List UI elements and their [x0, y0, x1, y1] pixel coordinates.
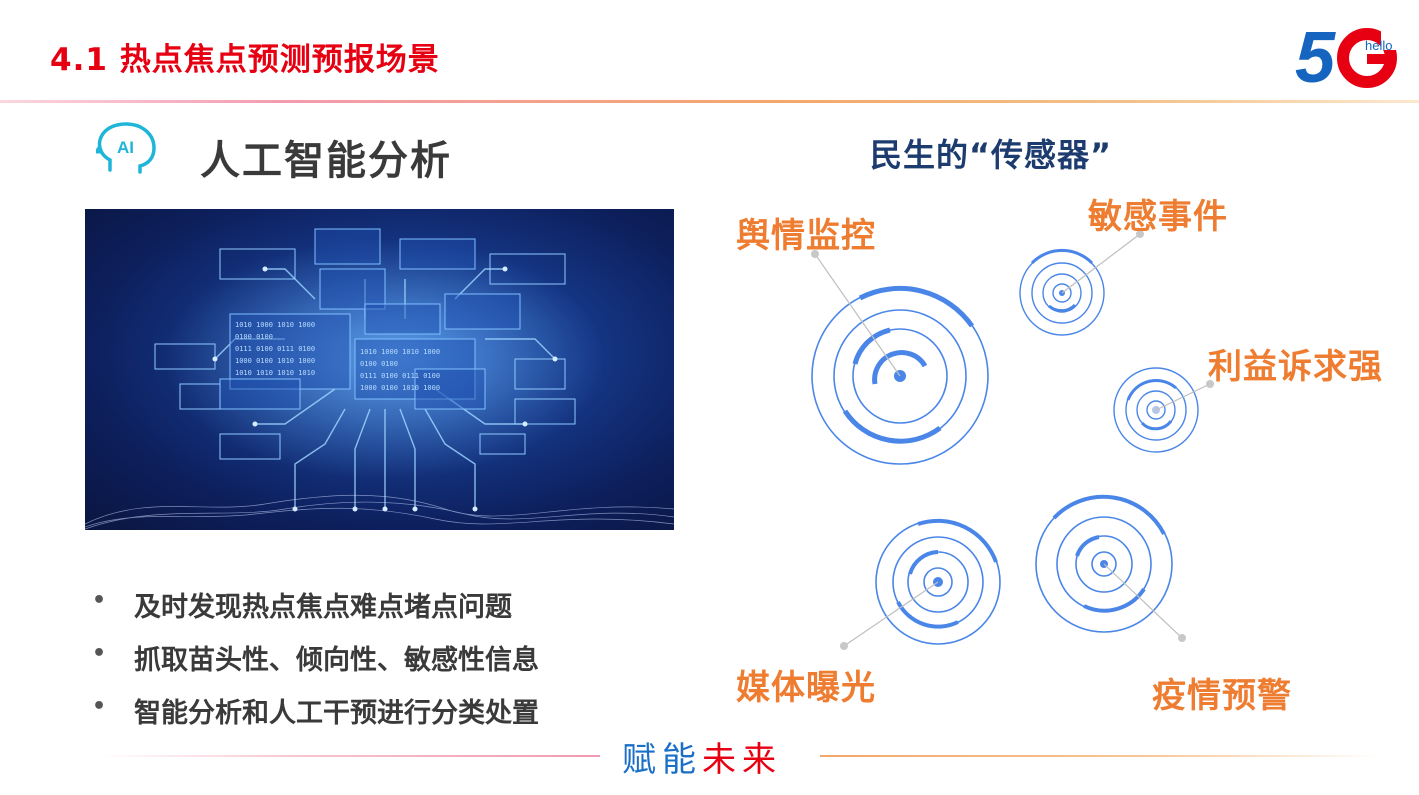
list-item: • 抓取苗头性、倾向性、敏感性信息 — [92, 638, 539, 691]
svg-text:1000 0100 1010 1000: 1000 0100 1010 1000 — [235, 357, 315, 365]
bullet-list: • 及时发现热点焦点难点堵点问题 • 抓取苗头性、倾向性、敏感性信息 • 智能分… — [92, 585, 539, 744]
svg-text:0111 0100 0111 0100: 0111 0100 0111 0100 — [360, 372, 440, 380]
page-title: 4.1 热点焦点预测预报场景 — [50, 42, 440, 78]
tag-media-exposure: 媒体曝光 — [736, 668, 876, 708]
tag-epidemic-warning: 疫情预警 — [1152, 676, 1292, 716]
slogan-part-1: 赋能 — [622, 740, 702, 780]
section-title: 人工智能分析 — [200, 138, 452, 184]
logo-hello-text: hello — [1365, 38, 1392, 53]
sensor-title: 民生的“传感器” — [870, 136, 1113, 174]
svg-text:1010 1000 1010 1000: 1010 1000 1010 1000 — [360, 348, 440, 356]
bullet-dot: • — [92, 641, 107, 666]
svg-text:1000 0100 1010 1000: 1000 0100 1010 1000 — [360, 384, 440, 392]
slogan-part-2: 未来 — [702, 740, 782, 780]
tag-sensitive-events: 敏感事件 — [1088, 197, 1228, 237]
footer-slogan: 赋能未来 — [622, 732, 782, 781]
footer-divider-left — [100, 755, 600, 757]
ai-icon-label: AI — [117, 138, 134, 157]
radar-interest-demands — [1113, 367, 1199, 453]
bullet-text: 抓取苗头性、倾向性、敏感性信息 — [134, 645, 539, 676]
radar-epidemic-warning — [1035, 494, 1173, 633]
radar-media-exposure — [875, 518, 1001, 645]
tag-interest-demands: 利益诉求强 — [1208, 347, 1383, 387]
header-divider — [0, 100, 1419, 103]
5g-hello-logo: 5 hello — [1295, 18, 1397, 92]
bullet-dot: • — [92, 588, 107, 613]
bullet-text: 智能分析和人工干预进行分类处置 — [134, 698, 539, 729]
list-item: • 及时发现热点焦点难点堵点问题 — [92, 585, 539, 638]
bullet-dot: • — [92, 694, 107, 719]
svg-text:5: 5 — [1295, 18, 1336, 92]
svg-text:0100 0100: 0100 0100 — [235, 333, 273, 341]
list-item: • 智能分析和人工干预进行分类处置 — [92, 691, 539, 744]
svg-text:0111 0100 0111 0100: 0111 0100 0111 0100 — [235, 345, 315, 353]
tag-public-opinion: 舆情监控 — [736, 216, 876, 256]
bullet-text: 及时发现热点焦点难点堵点问题 — [134, 592, 512, 623]
svg-text:1010 1010 1010 1010: 1010 1010 1010 1010 — [235, 369, 315, 377]
svg-text:1010 1000 1010 1000: 1010 1000 1010 1000 — [235, 321, 315, 329]
ai-head-icon: AI — [96, 122, 156, 174]
radar-rings-diagram — [811, 230, 1214, 650]
radar-public-opinion — [811, 285, 989, 465]
footer-divider-right — [820, 755, 1380, 757]
svg-text:0100 0100: 0100 0100 — [360, 360, 398, 368]
circuit-tree-image: 1010 1000 1010 1000 0100 0100 0111 0100 … — [85, 209, 674, 530]
